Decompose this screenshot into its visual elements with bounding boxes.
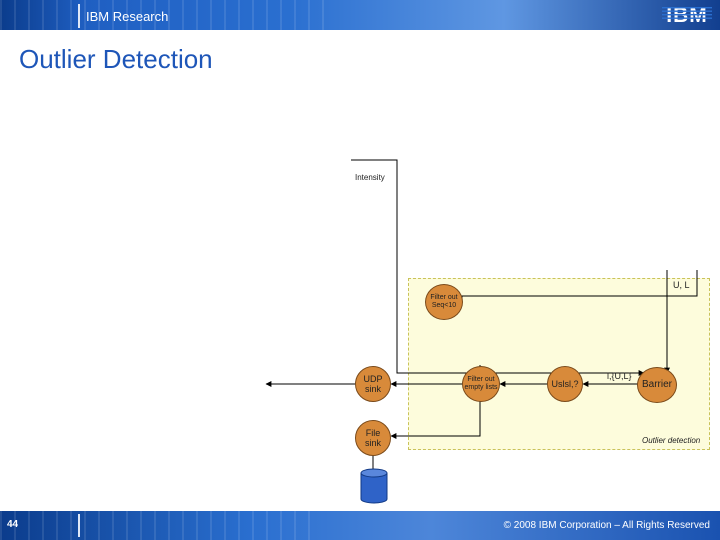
label-intensity: Intensity [355,173,385,182]
data-store-icon [360,468,388,504]
ibm-logo-stripes [662,7,712,19]
label-region: Outlier detection [642,436,701,445]
label-list-ul: l,{U,L} [607,371,632,381]
header-separator [78,4,80,28]
wire-intensity-to-barrier [351,159,645,376]
node-ulsl: Uslsl,? [547,366,583,402]
node-udp-sink: UDP sink [355,366,391,402]
page-number: 44 [7,519,19,530]
copyright-text: © 2008 IBM Corporation – All Rights Rese… [503,520,710,531]
header-bar: IBM Research IBM [0,0,720,30]
outlier-detection-region [408,278,710,450]
header-pattern [0,0,330,30]
ibm-logo: IBM [662,4,712,26]
page-title: Outlier Detection [19,44,213,74]
node-filter-seq: Filter out Seq<10 [425,284,463,320]
node-filter-empty: Filter out empty lists [462,366,500,402]
brand-title: IBM Research [86,9,169,24]
footer-separator [78,514,80,537]
footer-pattern [0,511,320,540]
node-file-sink: File sink [355,420,391,456]
node-barrier: Barrier [637,367,677,403]
label-ul: U, L [673,280,690,290]
footer-bar: 44 © 2008 IBM Corporation – All Rights R… [0,511,720,540]
wire-ul-to-filter-seq [461,270,698,300]
